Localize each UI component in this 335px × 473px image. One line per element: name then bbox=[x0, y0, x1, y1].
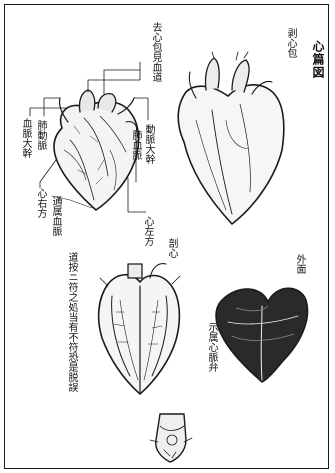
label-pericardium-removed: 剥心包 bbox=[285, 28, 295, 58]
label-connecting-vessels: 通属血脈 bbox=[50, 196, 60, 236]
label-arterial-trunk: 動脈大幹 bbox=[143, 124, 153, 164]
label-valves-shown: 示属心脈弁 bbox=[206, 322, 216, 372]
label-vessels-from-pericardium: 去心包見血道 bbox=[150, 22, 160, 82]
annotation-note: 道按ニ符之処当有不符恐是脱誤 bbox=[66, 252, 76, 392]
pericardium-removed-figure bbox=[178, 52, 284, 224]
label-right-heart: 心右方 bbox=[35, 188, 45, 218]
exterior-heart-figure bbox=[216, 288, 308, 382]
page-title: 心篇図 bbox=[312, 40, 324, 79]
cut-heart-figure bbox=[99, 264, 180, 394]
label-pulmonary-artery: 肺動脈 bbox=[35, 120, 45, 150]
valve-fragment-figure bbox=[150, 414, 192, 462]
label-pulmonary-vein: 肺血脈 bbox=[130, 130, 140, 160]
label-heart-cut: 剖心 bbox=[166, 238, 176, 258]
label-left-heart: 心左方 bbox=[142, 216, 152, 246]
label-blood-vessel-trunk: 血脈大幹 bbox=[20, 118, 30, 158]
label-exterior: 外面 bbox=[294, 254, 304, 274]
